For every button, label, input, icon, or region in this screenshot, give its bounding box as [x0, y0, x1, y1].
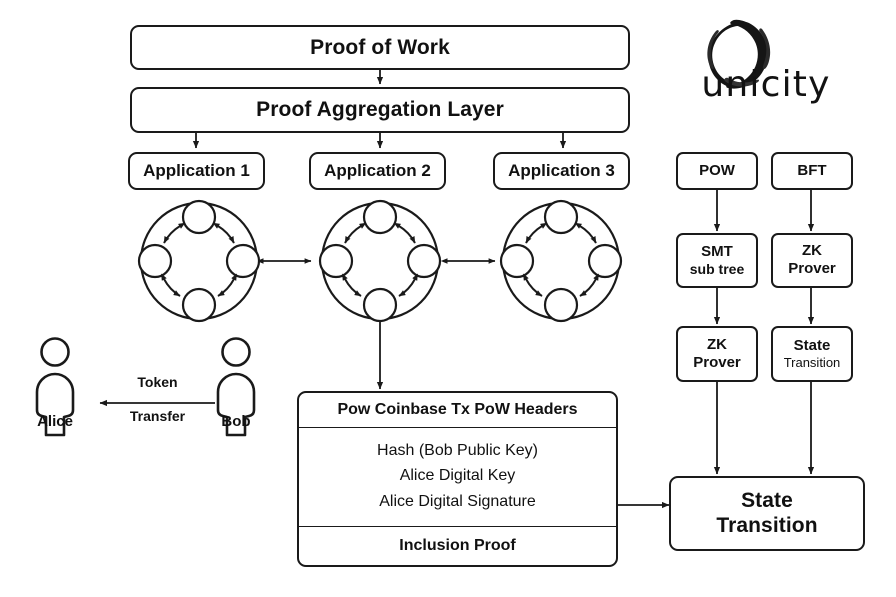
bft-label: BFT: [797, 161, 827, 179]
application-3-box[interactable]: Application 3: [493, 152, 630, 190]
pow-zk-prover-line-1: ZK: [707, 335, 727, 353]
pow-box[interactable]: POW: [676, 152, 758, 190]
transaction-card-header: Pow Coinbase Tx PoW Headers: [299, 393, 616, 428]
bft-zk-prover-line-1: ZK: [802, 242, 822, 260]
proof-of-work-label: Proof of Work: [310, 35, 450, 59]
brand-wordmark: unicity: [701, 64, 831, 105]
application-2-box[interactable]: Application 2: [309, 152, 446, 190]
bft-state-transition-line-1: State: [793, 336, 831, 354]
pow-zk-prover-line-2: Prover: [693, 353, 741, 371]
state-transition-line-1: State: [741, 489, 793, 513]
transfer-label-token: Token: [137, 374, 178, 390]
pow-zk-prover-box[interactable]: ZK Prover: [676, 326, 758, 382]
smt-sub-tree-box[interactable]: SMT sub tree: [676, 233, 758, 288]
state-transition-box[interactable]: State Transition: [669, 476, 865, 551]
person-bob[interactable]: Bob: [206, 335, 266, 435]
application-2-label: Application 2: [324, 161, 431, 181]
transfer-label-transfer: Transfer: [129, 408, 186, 424]
peer-ring-icons: [137, 199, 623, 323]
bft-state-transition-box[interactable]: State Transition: [771, 326, 853, 382]
person-alice-label: Alice: [37, 413, 73, 430]
proof-of-work-box[interactable]: Proof of Work: [130, 25, 630, 70]
bft-state-transition-line-2: Transition: [783, 354, 841, 370]
application-1-label: Application 1: [143, 161, 250, 181]
application-1-box[interactable]: Application 1: [128, 152, 265, 190]
transaction-field-hash: Hash (Bob Public Key): [377, 441, 538, 459]
transaction-field-digital-signature: Alice Digital Signature: [379, 492, 536, 510]
pow-label: POW: [699, 161, 735, 179]
proof-aggregation-layer-label: Proof Aggregation Layer: [256, 98, 504, 122]
proof-aggregation-layer-box[interactable]: Proof Aggregation Layer: [130, 87, 630, 133]
person-alice[interactable]: Alice: [25, 335, 85, 435]
state-transition-line-2: Transition: [716, 514, 818, 537]
person-bob-label: Bob: [221, 413, 251, 430]
smt-line-2: sub tree: [689, 260, 745, 277]
application-3-label: Application 3: [508, 161, 615, 181]
bft-box[interactable]: BFT: [771, 152, 853, 190]
brand-logo: unicity: [678, 12, 854, 122]
transaction-field-digital-key: Alice Digital Key: [399, 467, 516, 485]
transaction-card[interactable]: Pow Coinbase Tx PoW Headers Hash (Bob Pu…: [297, 391, 618, 567]
transaction-card-body: Hash (Bob Public Key) Alice Digital Key …: [299, 428, 616, 527]
bft-zk-prover-box[interactable]: ZK Prover: [771, 233, 853, 288]
smt-line-1: SMT: [701, 242, 733, 260]
bft-zk-prover-line-2: Prover: [788, 260, 836, 277]
transaction-card-footer: Inclusion Proof: [399, 537, 516, 554]
